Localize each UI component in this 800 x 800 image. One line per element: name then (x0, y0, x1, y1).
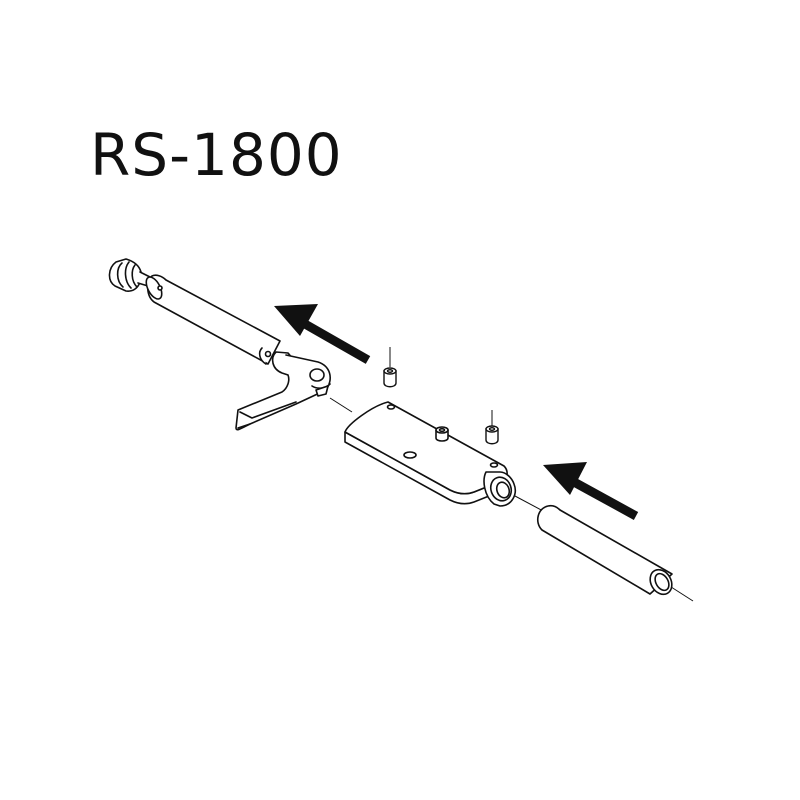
end-nut-icon (108, 258, 151, 292)
set-screw-icon (383, 347, 397, 388)
skewer-lever-icon (235, 351, 331, 431)
skewer-rod-icon (145, 274, 281, 365)
set-screw-icon (485, 410, 499, 445)
tube-icon (536, 504, 673, 596)
direction-arrow-icon (543, 462, 639, 520)
quick-release-skewer (108, 258, 331, 431)
bracket-plate-icon (344, 401, 516, 507)
page-title: RS-1800 (90, 121, 343, 189)
direction-arrow-icon (274, 304, 371, 364)
